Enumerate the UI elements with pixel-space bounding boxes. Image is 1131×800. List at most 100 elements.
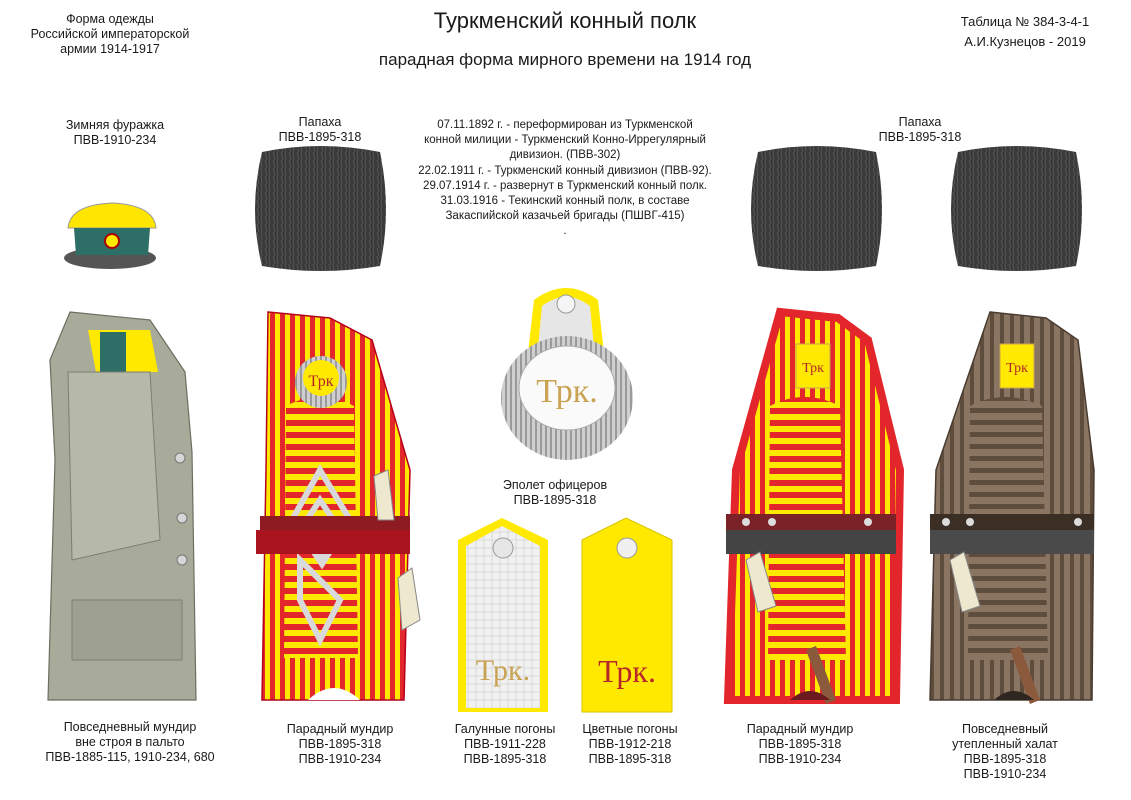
caption-line: Парадный мундир: [286, 722, 394, 736]
officer-epaulette: Трк.: [501, 288, 633, 460]
caption-line: Цветные погоны: [582, 722, 678, 736]
header-left-line: Форма одежды: [66, 12, 154, 26]
epaulette-field: [518, 345, 616, 431]
header-left: Форма одежды Российской императорской ар…: [20, 12, 200, 57]
caption-line: Эполет офицеров: [502, 478, 608, 492]
cap-crown: [67, 202, 157, 229]
caption-line: ПВВ-1895-318: [278, 130, 362, 144]
lower-arch: [308, 688, 360, 700]
papakha-left: [255, 146, 386, 271]
belt-stud: [864, 518, 872, 526]
caption-line: Повседневный: [961, 722, 1049, 736]
caption-line: Парадный мундир: [746, 722, 854, 736]
caption-line: ПВВ-1910-234: [298, 752, 382, 766]
scabbard: [806, 646, 836, 704]
history-line: дивизион. (ПВВ-302): [509, 149, 621, 162]
epaulette-caption: Эполет офицеров ПВВ-1895-318: [490, 478, 620, 508]
saber-hilt: [397, 567, 421, 631]
coat-caption: Повседневный мундир вне строя в пальто П…: [30, 720, 230, 765]
coat-button: [176, 512, 188, 524]
coat-pocket: [67, 371, 161, 561]
parade-left-caption: Парадный мундир ПВВ-1895-318 ПВВ-1910-23…: [270, 722, 410, 767]
caption-line: Повседневный мундир: [63, 720, 197, 734]
caption-line: ПВВ-1895-318: [463, 752, 547, 766]
history-text: 07.11.1892 г. - переформирован из Туркме…: [400, 118, 730, 240]
caption-line: ПВВ-1895-318: [963, 752, 1047, 766]
cap-caption: Зимняя фуражка ПВВ-1910-234: [50, 118, 180, 148]
papakha-right-2: [951, 146, 1082, 271]
epaulette-mark: Трк.: [536, 373, 598, 410]
caption-line: ПВВ-1910-234: [73, 133, 157, 147]
belt-stud: [942, 518, 950, 526]
caption-line: ПВВ-1912-218: [588, 737, 672, 751]
belt: [726, 514, 896, 530]
lower-arch: [790, 691, 830, 700]
history-line: Закаспийской казачьей бригады (ПШВГ-415): [445, 210, 685, 223]
cap-cockade: [104, 233, 120, 249]
galun-shoulder-board: Трк.: [458, 518, 548, 712]
color-board-mark: Трк.: [598, 653, 656, 689]
page-subtitle: парадная форма мирного времени на 1914 г…: [378, 50, 752, 69]
sash: [726, 530, 896, 554]
color-board-button: [616, 537, 638, 559]
saber-hilt: [949, 551, 981, 613]
parade-uniform-left: Трк: [256, 311, 421, 701]
galun-board-mark: Трк.: [476, 654, 530, 687]
belt-stud: [742, 518, 750, 526]
parade-right-caption: Парадный мундир ПВВ-1895-318 ПВВ-1910-23…: [730, 722, 870, 767]
page-title: Туркменский конный полк: [433, 8, 697, 33]
dagger-hilt: [373, 469, 395, 521]
caption-line: ПВВ-1910-234: [963, 767, 1047, 781]
history-line: 31.03.1916 - Текинский конный полк, в со…: [440, 195, 690, 208]
caption-line: Галунные погоны: [454, 722, 556, 736]
caption-line: ПВВ-1895-318: [513, 493, 597, 507]
belt: [930, 514, 1094, 530]
coat-button: [176, 554, 188, 566]
caption-line: ПВВ-1895-318: [758, 737, 842, 751]
caption-line: Папаха: [298, 115, 342, 129]
shoulder-strap-mark: Трк: [802, 361, 824, 376]
color-shoulder-board: Трк.: [581, 517, 673, 713]
history-line: 07.11.1892 г. - переформирован из Туркме…: [437, 119, 693, 131]
scabbard: [1010, 646, 1040, 704]
caption-line: ПВВ-1885-115, 1910-234, 680: [45, 750, 215, 764]
caption-line: ПВВ-1895-318: [878, 130, 962, 144]
caption-line: ПВВ-1911-228: [464, 737, 546, 751]
winter-cap: [64, 202, 157, 269]
shoulder-strap-mark: Трк: [1006, 361, 1028, 376]
caption-line: ПВВ-1895-318: [588, 752, 672, 766]
caption-line: вне строя в пальто: [75, 735, 185, 749]
papakha-right-caption: Папаха ПВВ-1895-318: [860, 115, 980, 145]
belt-stud: [966, 518, 974, 526]
galun-caption: Галунные погоны ПВВ-1911-228 ПВВ-1895-31…: [440, 722, 570, 767]
author: А.И.Кузнецов - 2019: [964, 34, 1086, 49]
header-left-line: Российской императорской: [30, 27, 190, 41]
everyday-coat: [47, 311, 197, 701]
history-line: .: [563, 225, 567, 238]
sash: [930, 530, 1094, 554]
history-line: конной милиции - Туркменский Конно-Иррег…: [424, 134, 706, 147]
history-line: 22.02.1911 г. - Туркменский конный дивиз…: [418, 164, 712, 177]
belt-stud: [1074, 518, 1082, 526]
sash: [256, 530, 410, 554]
caption-line: Зимняя фуражка: [65, 118, 165, 132]
papakha-right-1: [751, 146, 882, 271]
epaulette-crown-badge: [556, 294, 576, 314]
shoulder-strap: [795, 343, 831, 389]
shoulder-badge-mark: Трк: [309, 373, 334, 390]
shoulder-strap: [999, 343, 1035, 389]
caption-line: ПВВ-1895-318: [298, 737, 382, 751]
coat-button: [174, 452, 186, 464]
coat-hem: [71, 599, 183, 661]
papakha-left-caption: Папаха ПВВ-1895-318: [260, 115, 380, 145]
color-caption: Цветные погоны ПВВ-1912-218 ПВВ-1895-318: [565, 722, 695, 767]
coat-collar-stripe: [100, 332, 126, 374]
khalat-caption: Повседневный утепленный халат ПВВ-1895-3…: [935, 722, 1075, 782]
parade-uniform-right: Трк: [723, 307, 905, 704]
header-right: Таблица № 384-3-4-1 А.И.Кузнецов - 2019: [950, 12, 1100, 52]
belt-stud: [768, 518, 776, 526]
lower-arch: [994, 691, 1034, 700]
header-left-line: армии 1914-1917: [60, 42, 160, 56]
history-line: 29.07.1914 г. - развернут в Туркменский …: [423, 179, 707, 192]
